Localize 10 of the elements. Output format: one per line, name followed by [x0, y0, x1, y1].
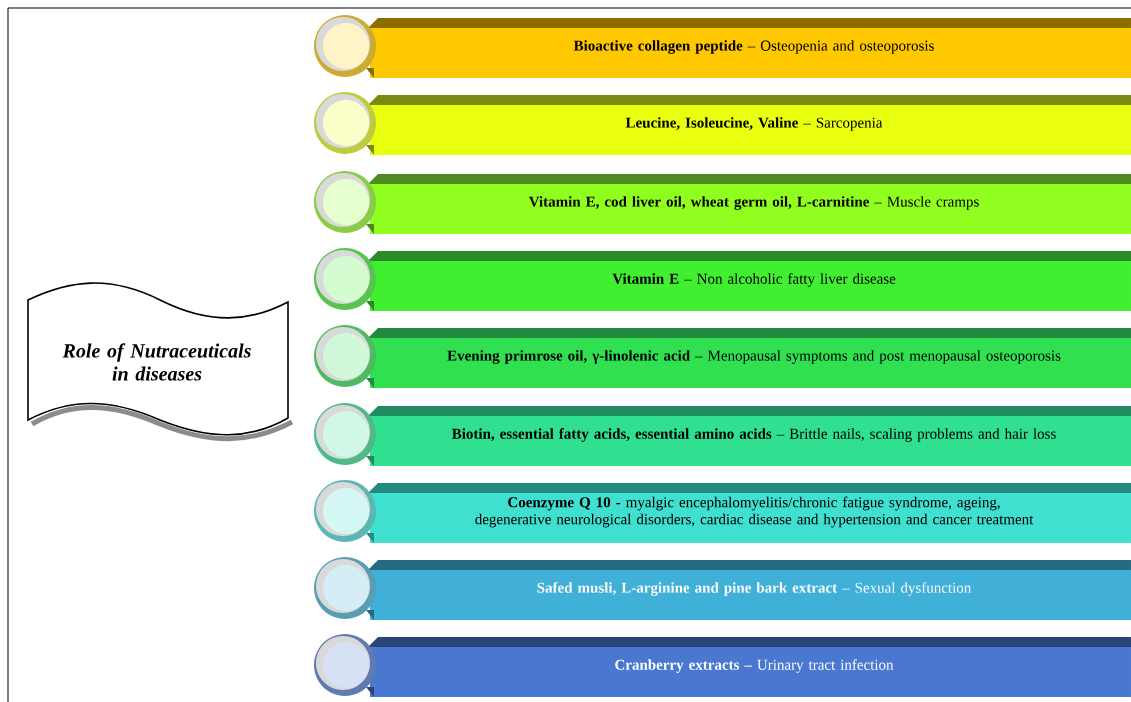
bar: Biotin, essential fatty acids, essential amino acids – Brittle nails, scaling problems and hair loss [314, 403, 1131, 466]
banner: Role of Nutraceuticals in diseases [27, 282, 294, 442]
bar: Evening primrose oil, γ-linolenic acid – Menopausal symptoms and post menopausal osteoporosis [314, 325, 1131, 388]
bar: Bioactive collagen peptide – Osteopenia and osteoporosis [314, 15, 1131, 78]
bar: Coenzyme Q 10 - myalgic encephalomyelitis/chronic fatigue syndrome, ageing, degenerative neurological disorders, cardiac disease and hypertension and cancer treatment [314, 480, 1131, 543]
bar: Vitamin E, cod liver oil, wheat germ oil, L-carnitine – Muscle cramps [314, 171, 1131, 234]
bar: Safed musli, L-arginine and pine bark extract – Sexual dysfunction [314, 557, 1131, 620]
bar: Cranberry extracts – Urinary tract infection [314, 634, 1131, 697]
bar: Vitamin E – Non alcoholic fatty liver disease [314, 248, 1131, 311]
bar: Leucine, Isoleucine, Valine – Sarcopenia [314, 92, 1131, 155]
